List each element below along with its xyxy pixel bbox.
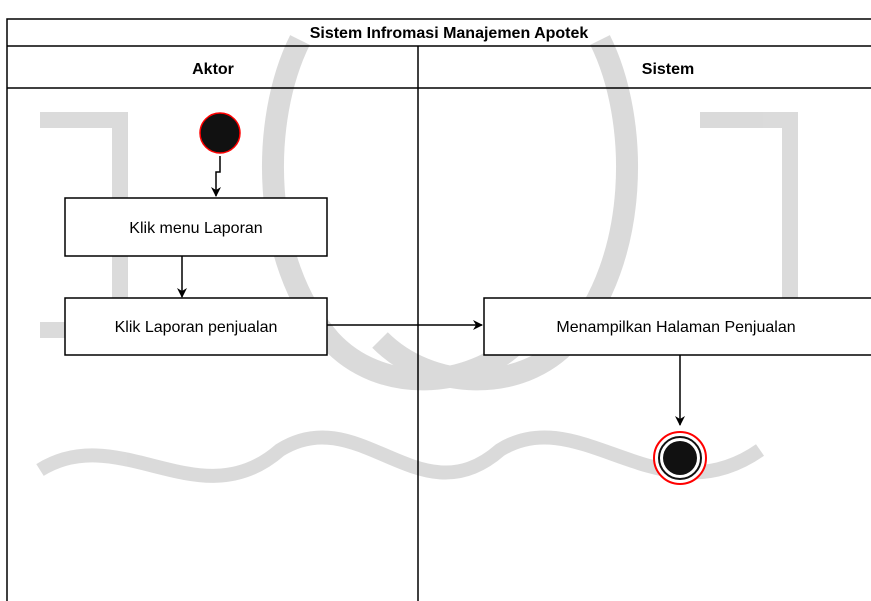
lane-header-sistem: Sistem	[642, 61, 694, 78]
lane-header-aktor: Aktor	[192, 61, 234, 78]
action-menampilkan-halaman-penjualan: Menampilkan Halaman Penjualan	[483, 297, 871, 356]
diagram-title: Sistem Infromasi Manajemen Apotek	[310, 25, 589, 42]
action-label: Klik menu Laporan	[129, 220, 262, 237]
action-klik-laporan-penjualan: Klik Laporan penjualan	[64, 297, 328, 356]
initial-node	[199, 112, 241, 154]
action-label: Klik Laporan penjualan	[115, 319, 278, 336]
action-label: Menampilkan Halaman Penjualan	[556, 319, 795, 336]
swimlane-frame	[6, 18, 871, 601]
flow-edges	[177, 156, 685, 426]
action-klik-menu-laporan: Klik menu Laporan	[64, 197, 328, 257]
final-node	[653, 431, 707, 485]
watermark-logo-icon	[36, 35, 798, 483]
flow-start-to-klik-menu	[211, 156, 221, 197]
